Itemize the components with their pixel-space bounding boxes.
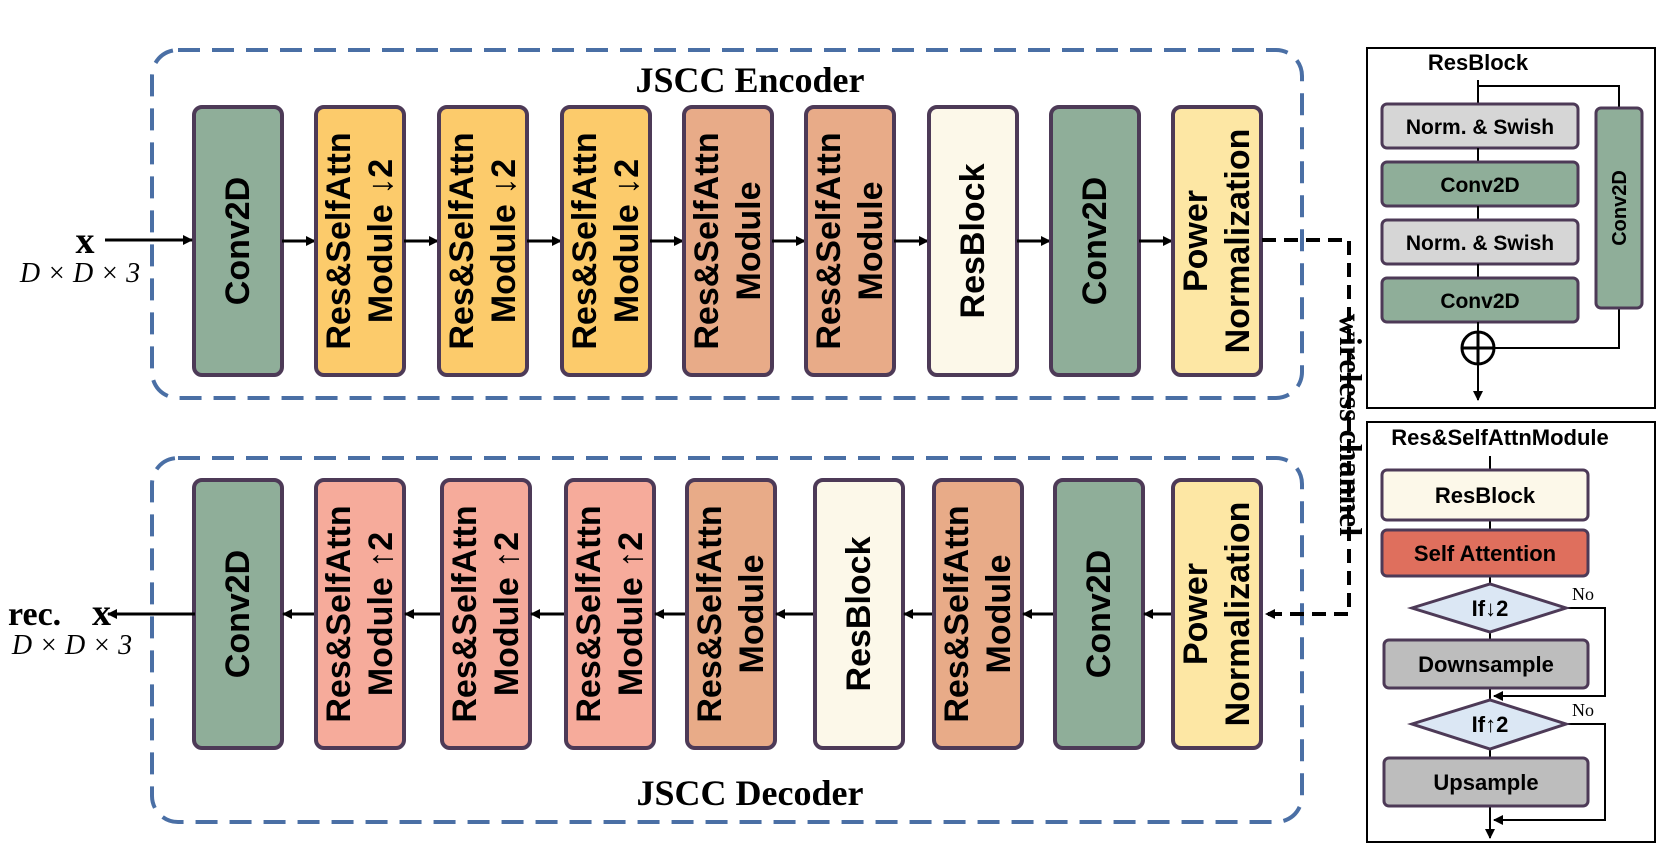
decoder-block-label: Conv2D (219, 550, 257, 678)
resblock-item-norm-swish (1380, 102, 1580, 150)
decoder-block-label: Conv2D (1080, 550, 1118, 678)
wireless-channel-link (1262, 238, 1351, 619)
module-panel: Res&SelfAttnModule No No ResBlock Self A… (1366, 421, 1656, 843)
encoder-block-label: Conv2D (1076, 177, 1114, 305)
resblock-item-norm-swish (1380, 218, 1580, 266)
decoder-block-label: Module (980, 555, 1018, 674)
resblock-item-conv2d (1380, 160, 1580, 208)
if-up-diamond (1406, 698, 1571, 751)
resblock-item-label: Norm. & Swish (1406, 232, 1554, 255)
decoder-block-conv2d: Conv2D (1053, 478, 1145, 750)
encoder-block-label: Module ↓2 (608, 159, 646, 323)
decoder-block-label: Module (733, 555, 771, 674)
decoder-block-resblock: ResBlock (813, 478, 905, 750)
input-symbol: x (76, 220, 95, 262)
module-upsample-label: Upsample (1433, 770, 1538, 795)
encoder-container (150, 48, 1304, 400)
wireless-channel-label: wireless channel (1333, 314, 1369, 537)
module-self-attention (1380, 528, 1590, 578)
encoder-block-box (1171, 105, 1263, 377)
encoder-block-label: Module (730, 182, 768, 301)
decoder-block-label: Res&SelfAttn (446, 505, 484, 722)
encoder-block-label: Conv2D (219, 177, 257, 305)
input-dims: D × D × 3 (19, 258, 140, 289)
decoder-block-label: Res&SelfAttn (691, 505, 729, 722)
output-dims: D × D × 3 (11, 630, 132, 661)
decoder-block-label: Normalization (1219, 502, 1257, 727)
encoder-title: JSCC Encoder (635, 60, 864, 100)
decoder-block-conv2d: Conv2D (192, 478, 284, 750)
no-label-down: No (1572, 584, 1594, 604)
module-resblock (1380, 468, 1590, 522)
decoder-block-label: Power (1177, 563, 1215, 665)
encoder-block-label: Module (852, 182, 890, 301)
module-upsample (1382, 756, 1590, 808)
encoder-block-label: Power (1177, 190, 1215, 292)
module-self-attention-label: Self Attention (1414, 541, 1556, 566)
resblock-skip-label: Conv2D (1609, 170, 1631, 246)
resblock-item-label: Conv2D (1440, 174, 1519, 197)
module-resblock-label: ResBlock (1435, 483, 1536, 508)
resblock-skip-conv (1594, 106, 1644, 310)
encoder-block-label: Res&SelfAttn (810, 132, 848, 349)
no-label-up: No (1572, 700, 1594, 720)
encoder-block-label: ResBlock (954, 163, 992, 318)
if-down-diamond (1406, 582, 1571, 634)
decoder-block-label: Res&SelfAttn (570, 505, 608, 722)
resblock-item-label: Norm. & Swish (1406, 116, 1554, 139)
encoder-block-label: Module ↓2 (485, 159, 523, 323)
encoder-block-label: Module ↓2 (362, 159, 400, 323)
decoder-title: JSCC Decoder (637, 773, 864, 813)
encoder-block-label: Res&SelfAttn (320, 132, 358, 349)
if-down-label: If↓2 (1472, 596, 1509, 621)
decoder-block-label: Module ↑2 (488, 532, 526, 696)
encoder-block-conv2d: Conv2D (192, 105, 284, 377)
decoder-block-label: Res&SelfAttn (320, 505, 358, 722)
encoder-block-resblock: ResBlock (927, 105, 1019, 377)
encoder-block-label: Res&SelfAttn (688, 132, 726, 349)
resblock-panel-title: ResBlock (1428, 50, 1529, 75)
encoder-block-label: Res&SelfAttn (443, 132, 481, 349)
output-symbol: x (92, 592, 111, 634)
module-downsample (1382, 638, 1590, 690)
resblock-item-conv2d (1380, 276, 1580, 324)
module-downsample-label: Downsample (1418, 652, 1554, 677)
decoder-block-label: Module ↑2 (612, 532, 650, 696)
encoder-block-label: Res&SelfAttn (566, 132, 604, 349)
encoder-block-label: Normalization (1219, 129, 1257, 354)
decoder-block-label: Module ↑2 (362, 532, 400, 696)
resblock-item-label: Conv2D (1440, 290, 1519, 313)
output-prefix: rec. (8, 596, 61, 633)
if-up-label: If↑2 (1472, 712, 1509, 737)
encoder-block-conv2d: Conv2D (1049, 105, 1141, 377)
decoder-block-label: Res&SelfAttn (938, 505, 976, 722)
decoder-block-label: ResBlock (840, 536, 878, 691)
decoder-block-box (1171, 478, 1263, 750)
decoder-container (150, 456, 1304, 824)
module-panel-title: Res&SelfAttnModule (1391, 425, 1609, 450)
